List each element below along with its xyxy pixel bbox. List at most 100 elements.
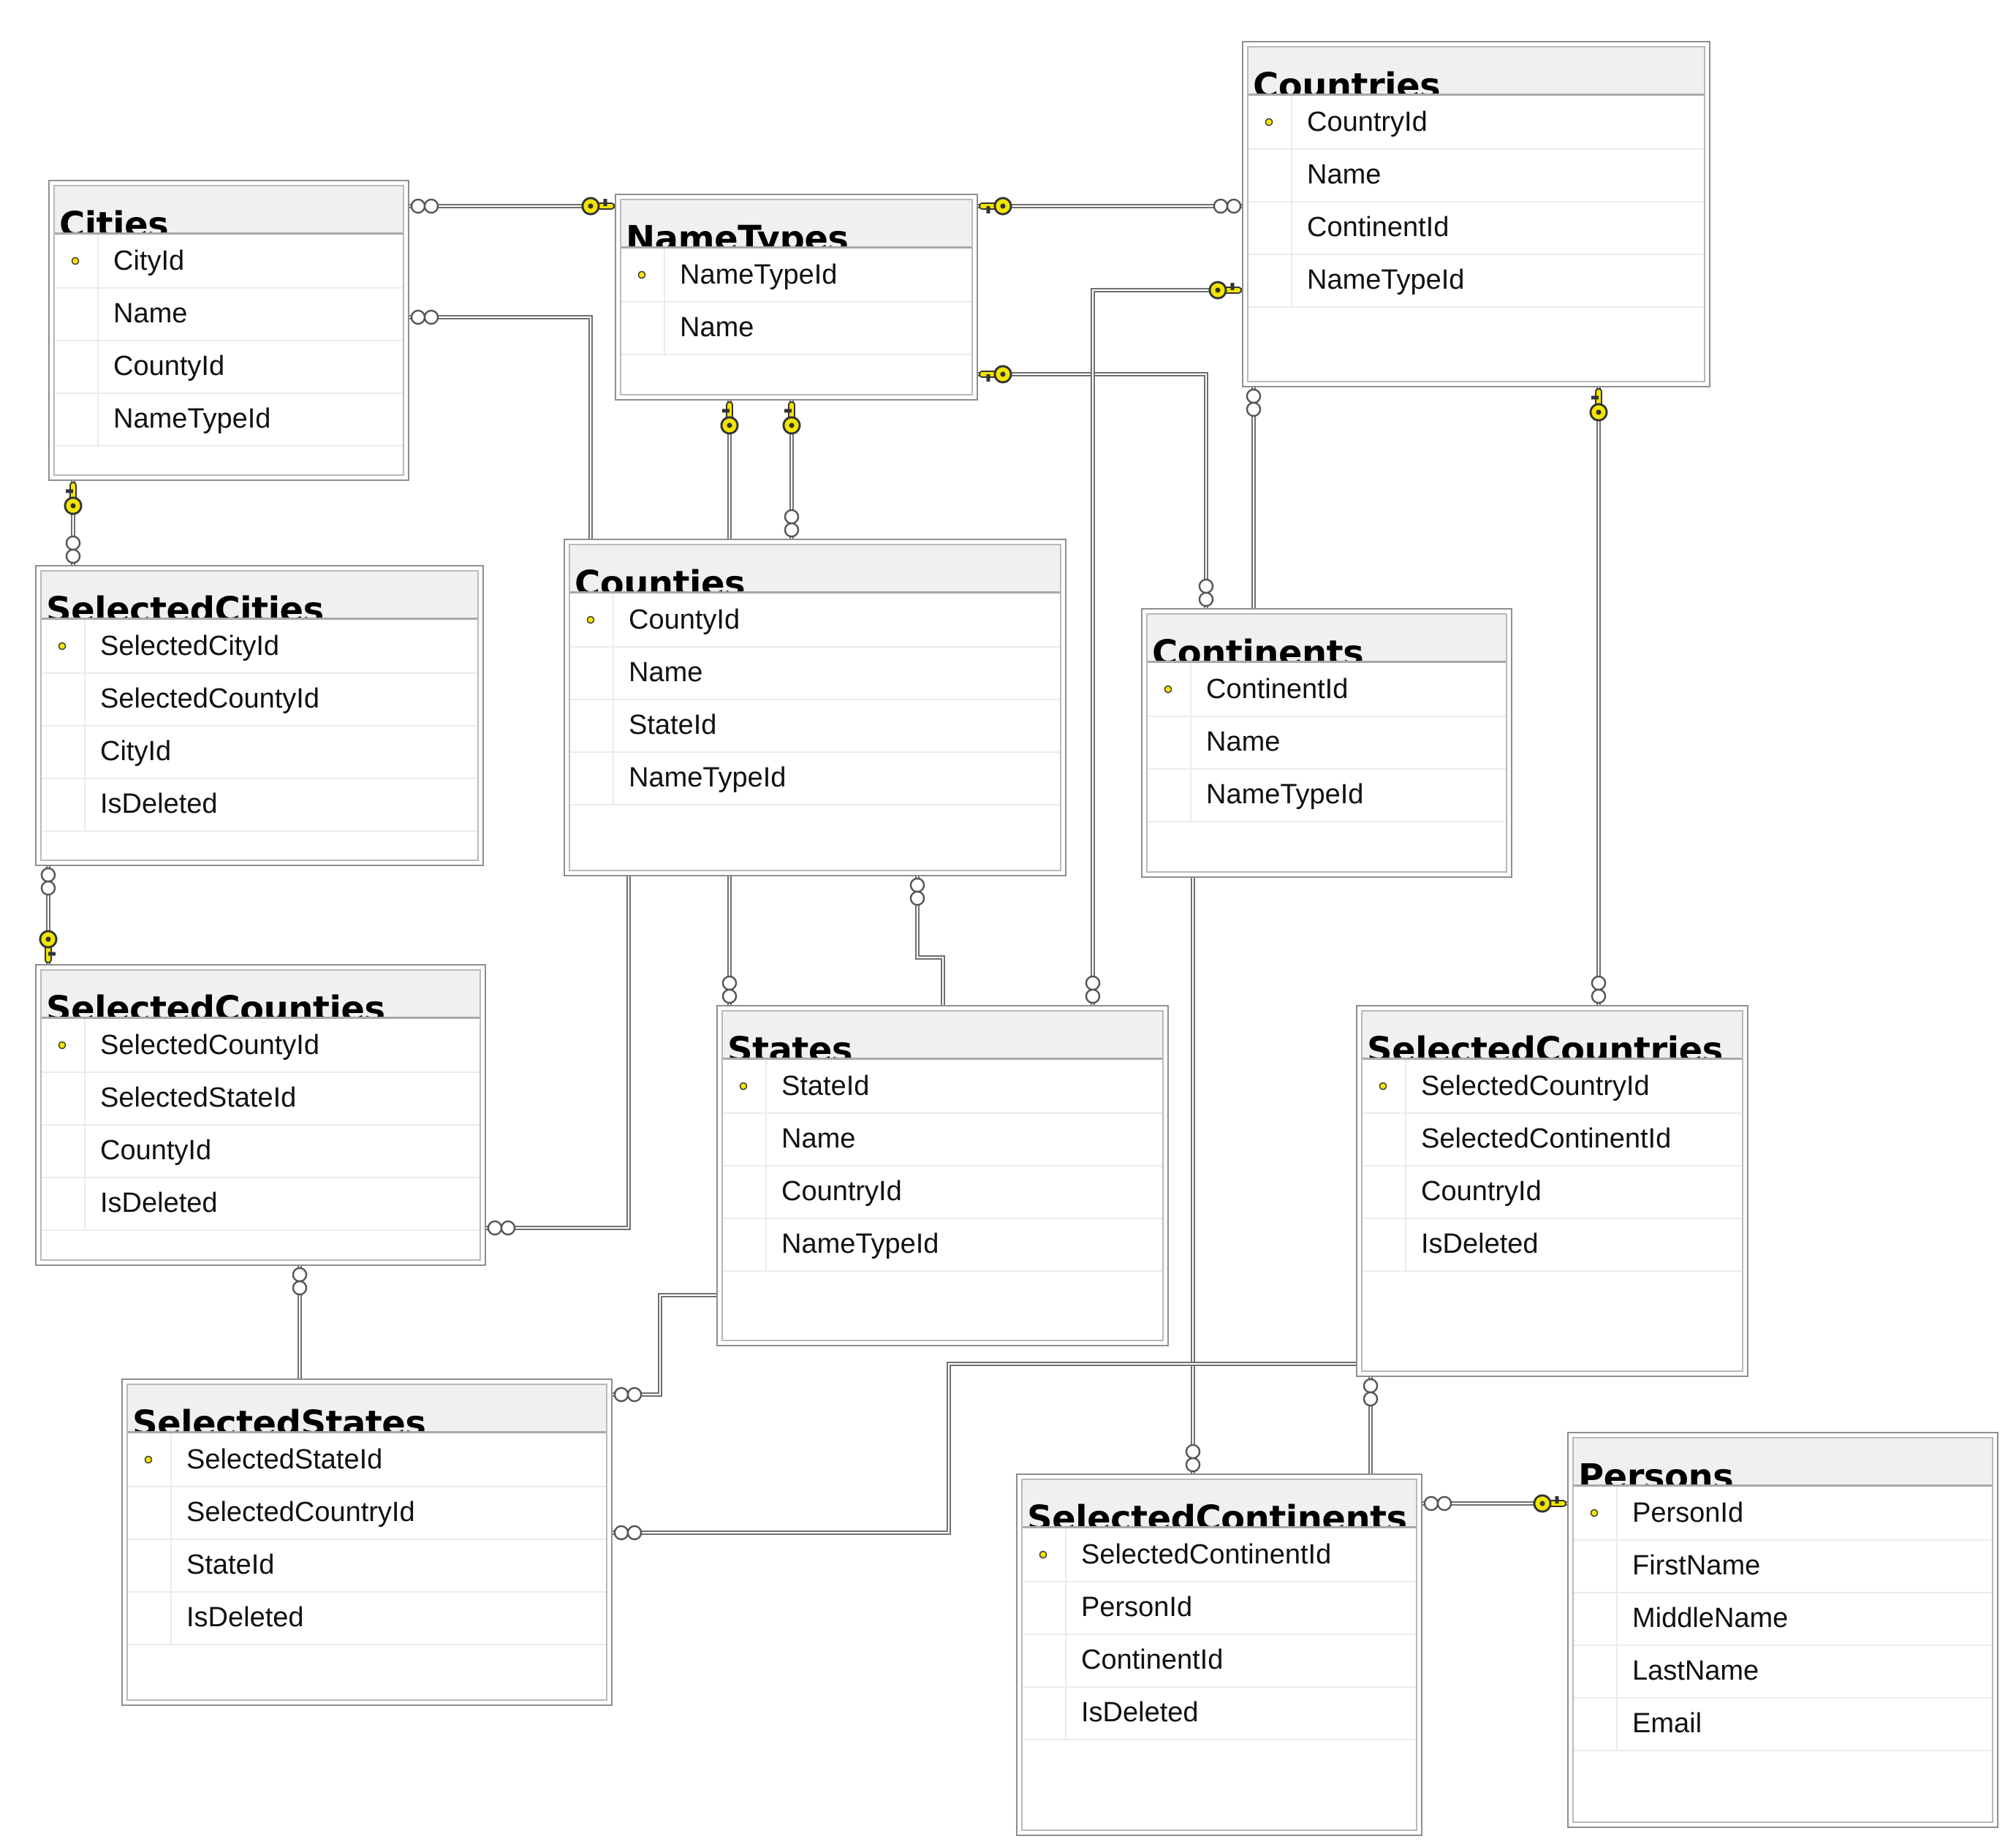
column-row[interactable]: SelectedStateId xyxy=(128,1433,606,1487)
column-row[interactable]: CountyId xyxy=(55,340,403,394)
column-row[interactable]: NameTypeId xyxy=(570,751,1060,805)
table-cities[interactable]: Cities CityId Name CountyId NameTypeId xyxy=(48,180,409,481)
table-countries[interactable]: Countries CountryId Name ContinentId Nam… xyxy=(1242,41,1710,387)
table-counties[interactable]: Counties CountyId Name StateId NameTypeI… xyxy=(564,539,1066,876)
column-row[interactable]: ContinentId xyxy=(1023,1634,1416,1688)
column-row[interactable]: NameTypeId xyxy=(1148,768,1506,822)
column-row[interactable]: NameTypeId xyxy=(621,249,971,303)
column-row[interactable]: SelectedContinentId xyxy=(1363,1112,1742,1167)
table-selectedcounties[interactable]: SelectedCounties SelectedCountyId Select… xyxy=(35,964,486,1266)
primary-key-icon xyxy=(58,642,67,651)
infinity-loop xyxy=(423,309,439,325)
primary-key-icon xyxy=(58,1041,67,1050)
connector-line-inner xyxy=(917,876,944,1005)
table-title: States xyxy=(723,1012,1162,1060)
table-states[interactable]: States StateId Name CountryId NameTypeId xyxy=(716,1005,1169,1346)
column-row[interactable]: IsDeleted xyxy=(42,778,477,832)
infinity-loop xyxy=(721,975,738,991)
column-row[interactable]: Name xyxy=(723,1112,1162,1167)
column-row[interactable]: IsDeleted xyxy=(1023,1686,1416,1740)
infinity-loop xyxy=(1213,198,1229,214)
rel-counties-cities xyxy=(409,309,600,573)
infinity-loop xyxy=(410,309,426,325)
infinity-loop xyxy=(1591,975,1607,991)
column-row[interactable]: SelectedCountyId xyxy=(42,672,477,727)
key-hole xyxy=(1596,409,1602,415)
column-row[interactable]: PersonId xyxy=(1574,1487,1992,1541)
table-persons[interactable]: Persons PersonId FirstName MiddleName La… xyxy=(1567,1432,1998,1828)
column-row[interactable]: Name xyxy=(55,287,403,341)
table-title: Counties xyxy=(570,545,1060,593)
column-row[interactable]: CountryId xyxy=(1363,1165,1742,1219)
column-row[interactable]: NameTypeId xyxy=(55,392,403,447)
infinity-loop xyxy=(423,198,439,214)
column-row[interactable]: StateId xyxy=(723,1060,1162,1114)
column-row[interactable]: CityId xyxy=(42,725,477,779)
column-row[interactable]: SelectedCountryId xyxy=(128,1486,606,1540)
key-ring xyxy=(782,416,801,435)
infinity-loop xyxy=(909,877,925,893)
infinity-loop xyxy=(1085,975,1101,991)
table-continents[interactable]: Continents ContinentId Name NameTypeId xyxy=(1141,608,1512,878)
infinity-loop xyxy=(292,1267,308,1283)
rel-persons-selectedcontinents xyxy=(1422,1494,1567,1513)
primary-key-icon xyxy=(1590,1509,1599,1517)
column-row[interactable]: SelectedContinentId xyxy=(1023,1528,1416,1582)
table-selectedcontinents[interactable]: SelectedContinents SelectedContinentId P… xyxy=(1016,1474,1422,1836)
column-row[interactable]: ContinentId xyxy=(1248,201,1704,255)
column-row[interactable]: NameTypeId xyxy=(1248,254,1704,308)
column-row[interactable]: IsDeleted xyxy=(128,1591,606,1645)
key-hole xyxy=(588,203,594,209)
column-row[interactable]: StateId xyxy=(128,1539,606,1593)
connector-line-outer xyxy=(486,876,631,1230)
table-title: NameTypes xyxy=(621,200,971,249)
infinity-loop xyxy=(721,988,738,1004)
column-row[interactable]: IsDeleted xyxy=(42,1177,480,1231)
key-hole xyxy=(1215,287,1221,293)
table-nametypes[interactable]: NameTypes NameTypeId Name xyxy=(615,194,978,401)
column-row[interactable]: ContinentId xyxy=(1148,663,1506,717)
infinity-loop xyxy=(613,1525,629,1541)
table-title: Persons xyxy=(1574,1438,1992,1487)
connector-line-outer xyxy=(409,315,593,539)
table-title: Continents xyxy=(1148,615,1506,663)
column-row[interactable]: CountyId xyxy=(42,1124,480,1178)
rel-nametypes-countries xyxy=(978,197,1243,216)
column-row[interactable]: StateId xyxy=(570,699,1060,753)
column-row[interactable]: CountyId xyxy=(570,593,1060,648)
column-row[interactable]: FirstName xyxy=(1574,1539,1992,1593)
column-row[interactable]: IsDeleted xyxy=(1363,1218,1742,1272)
column-row[interactable]: SelectedCityId xyxy=(42,620,477,674)
infinity-loop xyxy=(1246,401,1262,417)
column-row[interactable]: Name xyxy=(1248,148,1704,202)
column-row[interactable]: CityId xyxy=(55,235,403,289)
column-row[interactable]: Email xyxy=(1574,1697,1992,1751)
column-row[interactable]: PersonId xyxy=(1023,1581,1416,1635)
column-row[interactable]: NameTypeId xyxy=(723,1218,1162,1272)
column-row[interactable]: SelectedCountyId xyxy=(42,1019,480,1073)
connector-line-inner xyxy=(613,1294,716,1395)
column-row[interactable]: SelectedCountryId xyxy=(1363,1060,1742,1114)
column-row[interactable]: SelectedStateId xyxy=(42,1072,480,1126)
table-title: Countries xyxy=(1248,48,1704,96)
column-row[interactable]: CountryId xyxy=(1248,96,1704,150)
column-row[interactable]: Name xyxy=(621,301,971,355)
column-row[interactable]: CountryId xyxy=(723,1165,1162,1219)
rel-countries-selectedcountries xyxy=(1589,387,1608,1005)
column-row[interactable]: MiddleName xyxy=(1574,1592,1992,1646)
column-row[interactable]: LastName xyxy=(1574,1645,1992,1699)
table-selectedstates[interactable]: SelectedStates SelectedStateId SelectedC… xyxy=(121,1378,613,1706)
infinity-loop xyxy=(1363,1378,1379,1394)
infinity-loop xyxy=(784,522,800,538)
infinity-loop xyxy=(784,509,800,525)
column-row[interactable]: Name xyxy=(570,646,1060,700)
column-row[interactable]: Name xyxy=(1148,716,1506,770)
rel-nametypes-counties-1 xyxy=(720,401,739,539)
rel-selectedcounties-selectedcities xyxy=(39,866,58,964)
table-selectedcities[interactable]: SelectedCities SelectedCityId SelectedCo… xyxy=(35,565,484,866)
key-ring xyxy=(64,496,83,515)
key-hole xyxy=(45,936,51,942)
primary-key-icon xyxy=(586,615,595,624)
table-selectedcountries[interactable]: SelectedCountries SelectedCountryId Sele… xyxy=(1356,1005,1748,1377)
